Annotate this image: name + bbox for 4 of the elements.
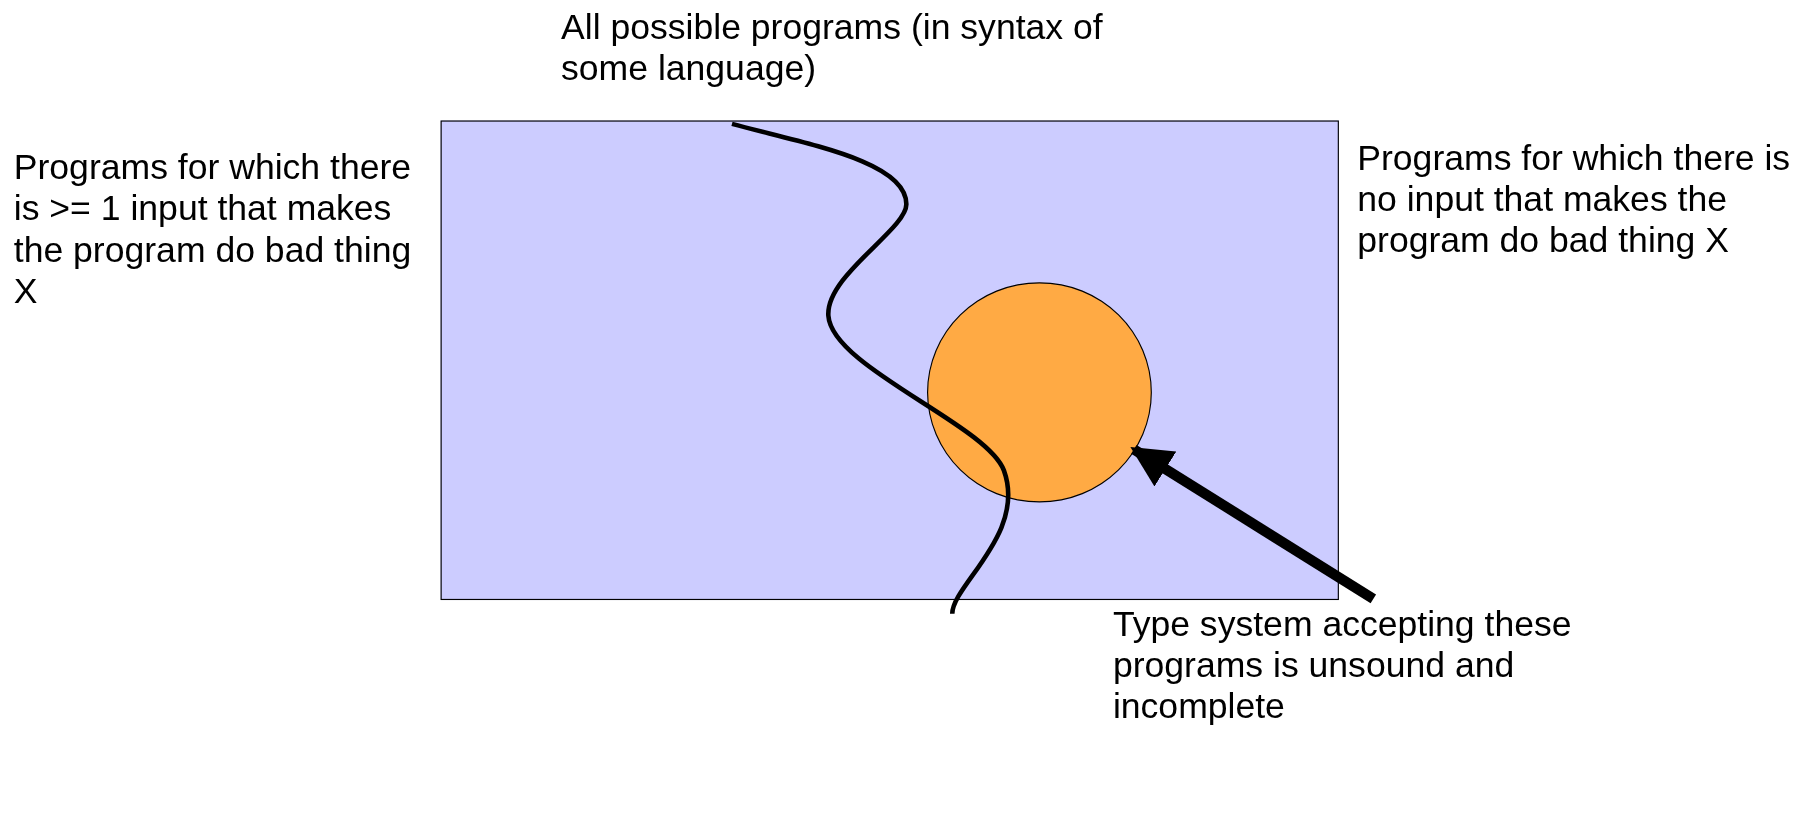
region-label: Programs for which there is >= 1 input that makes the program do bad thing X xyxy=(13,146,413,313)
region-title: All possible programs (in syntax of some language) xyxy=(561,6,1104,90)
region-label: Programs for which there is no input that makes the program do bad thing X xyxy=(1357,137,1792,262)
callout-text: Type system accepting these programs is unsound and incomplete xyxy=(1112,603,1573,728)
